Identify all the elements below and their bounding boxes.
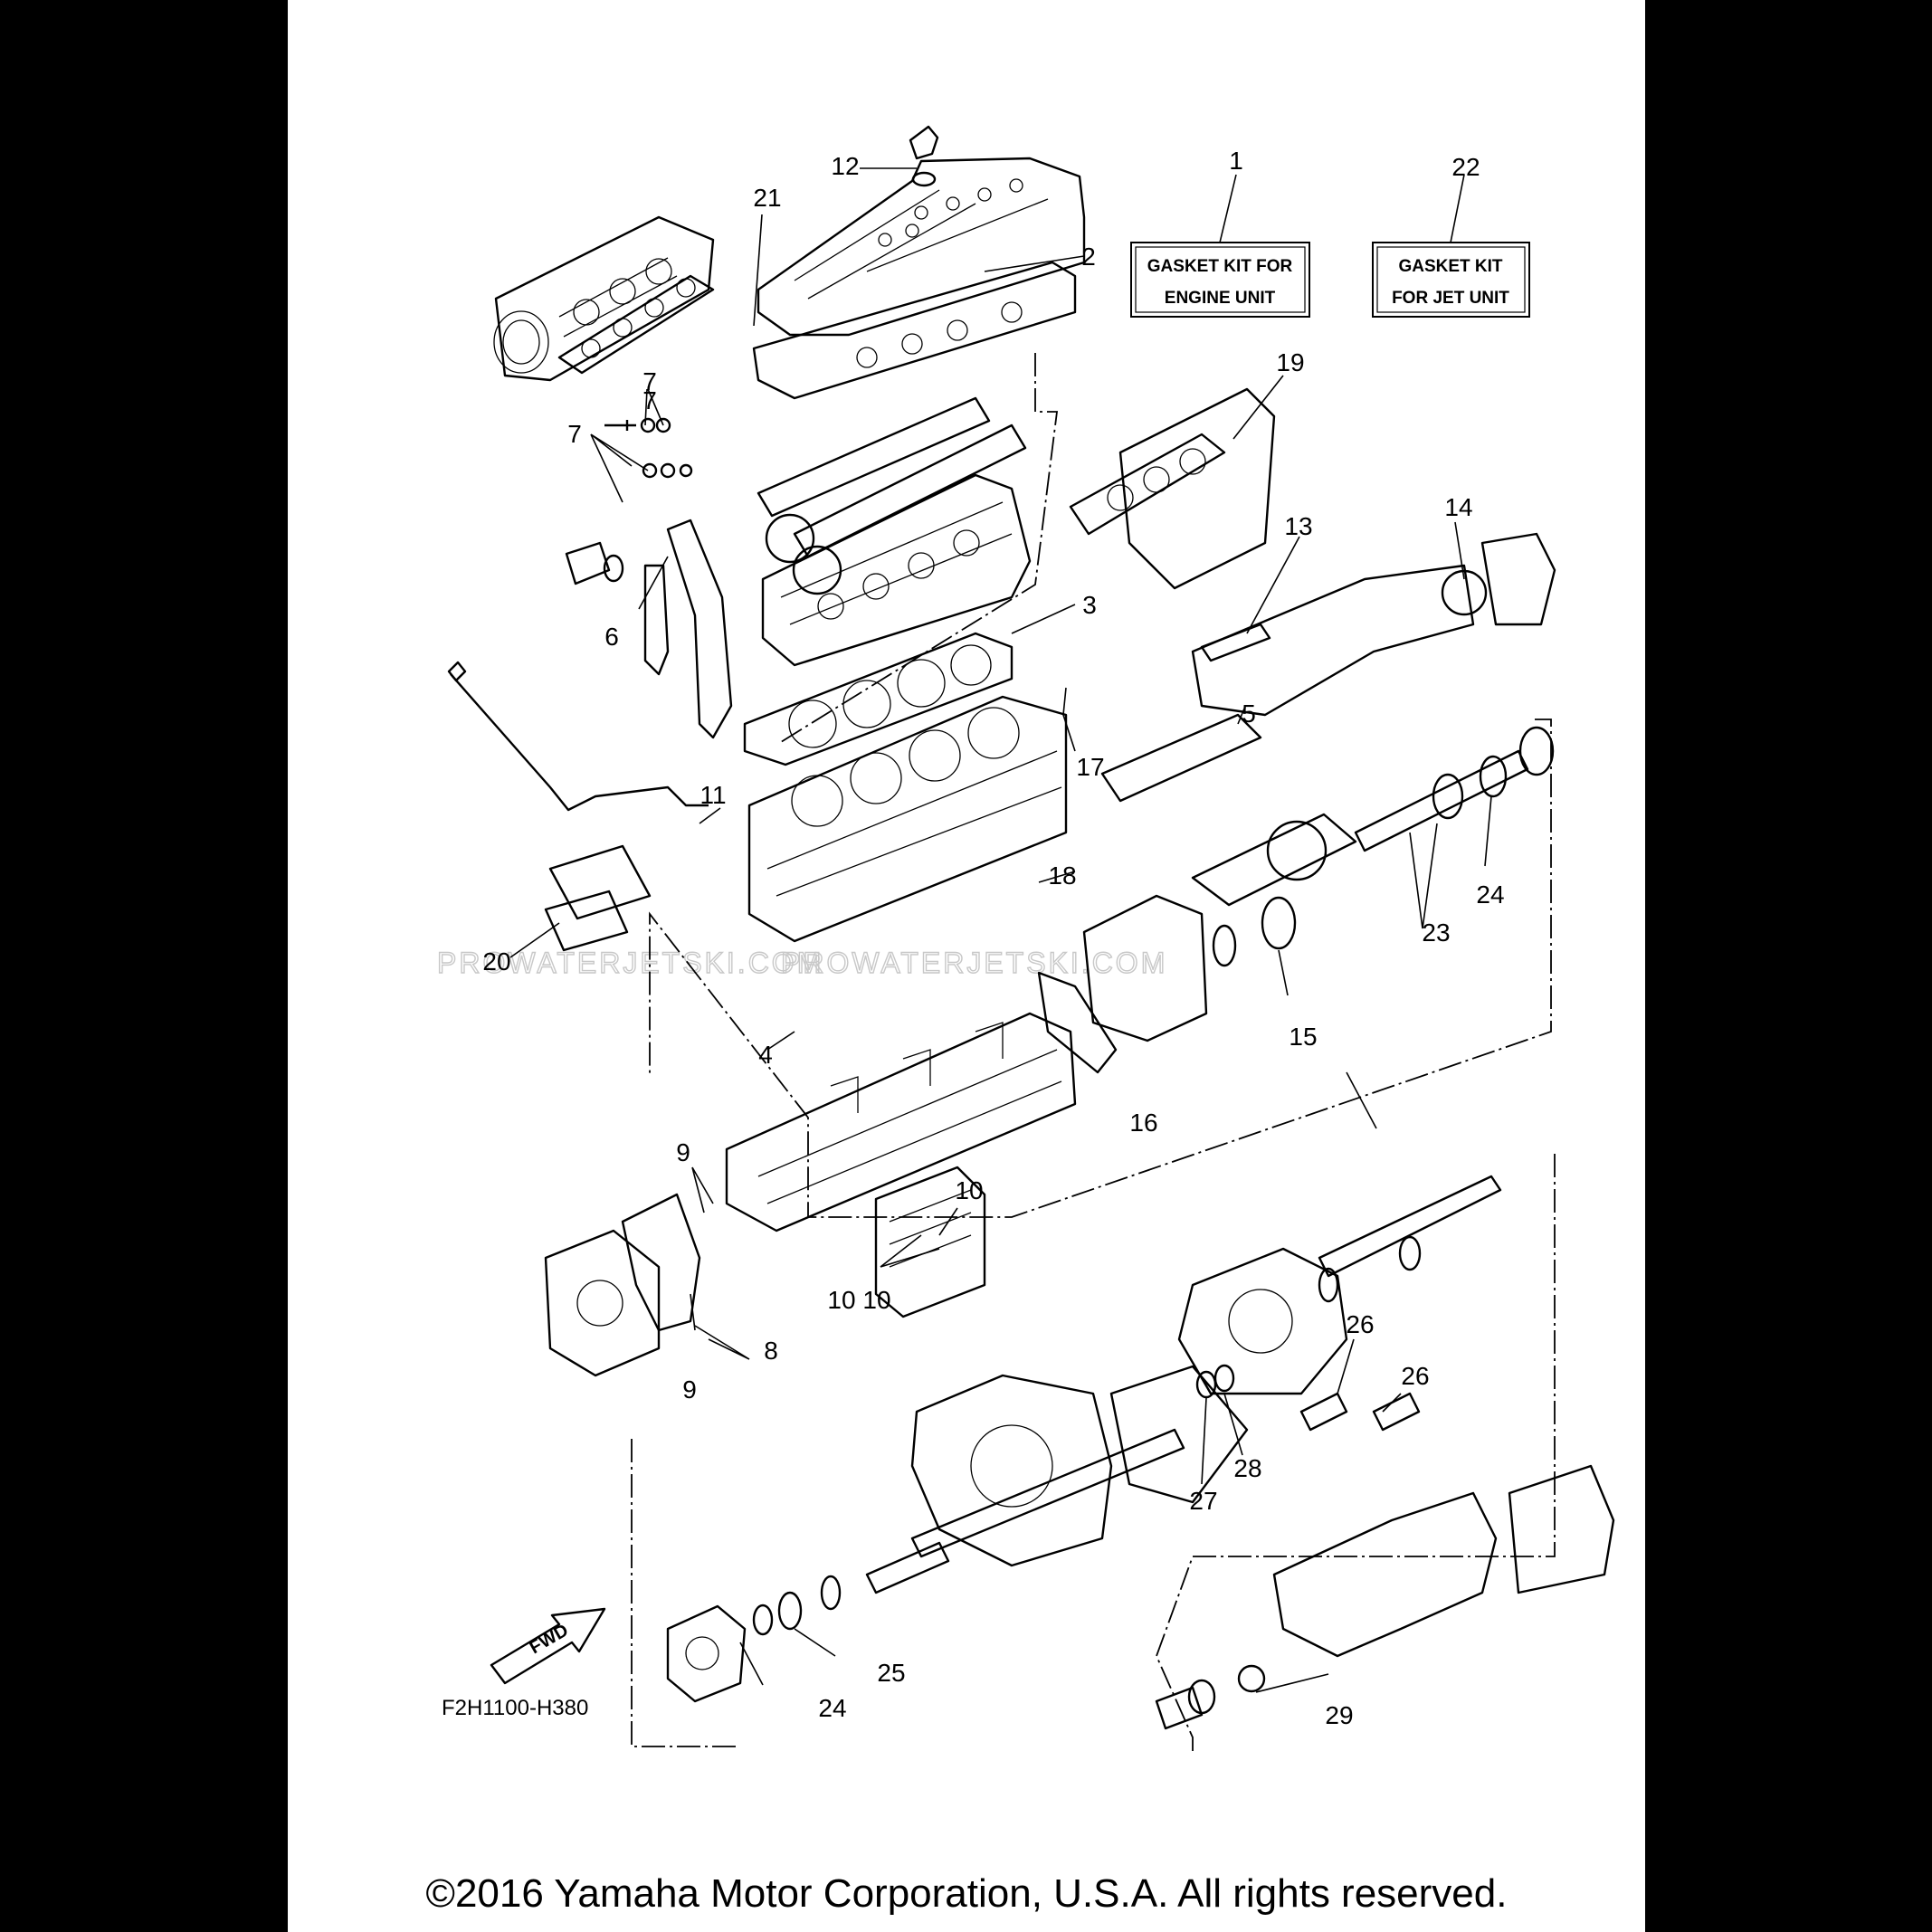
exhaust-manifold	[1069, 387, 1276, 590]
callout-21: 21	[753, 184, 781, 212]
kit-engine-line2: ENGINE UNIT	[1165, 289, 1276, 308]
callout-9: 9	[676, 1138, 690, 1166]
callout-1: 1	[1229, 147, 1243, 175]
intermediate-shaft	[777, 1428, 1185, 1631]
callout-24: 24	[1476, 880, 1504, 909]
kit-engine-line1: GASKET KIT FOR	[1147, 257, 1293, 276]
cylinder-head-cover	[757, 157, 1086, 337]
watermark-text: PROWATERJETSKI.COM	[781, 947, 1167, 979]
callout-18: 18	[1048, 861, 1076, 890]
callout-7: 7	[642, 367, 657, 395]
callout-8: 8	[764, 1337, 778, 1365]
bearing-housing	[666, 1604, 774, 1703]
callout-10: 10	[955, 1176, 983, 1204]
callout-numbers: 1 2 3 4 5 6 7 7 7 8 9 9 10 10 10 11 12 1…	[482, 147, 1504, 1729]
callout-20: 20	[482, 947, 510, 976]
kit-jet-line1: GASKET KIT	[1398, 257, 1502, 276]
callout-17: 17	[1076, 753, 1104, 781]
sensor-bolts-and-orings	[565, 417, 693, 585]
callout-19: 19	[1276, 348, 1304, 376]
cylinder-block	[747, 695, 1068, 943]
callout-13: 13	[1284, 512, 1312, 540]
callout-25: 25	[877, 1659, 905, 1687]
callout-24: 24	[818, 1694, 846, 1722]
callout-23: 23	[1422, 918, 1450, 947]
callout-4: 4	[758, 1041, 773, 1069]
oil-level-gauge-line	[447, 661, 709, 812]
callout-15: 15	[1289, 1023, 1317, 1051]
head-cover-gasket	[752, 261, 1077, 400]
callout-27: 27	[1189, 1487, 1217, 1515]
impeller-housing	[1177, 1247, 1348, 1395]
cylinder-head-gasket	[743, 632, 1014, 766]
callout-6: 6	[604, 623, 619, 651]
cylinder-head	[761, 473, 1032, 667]
assembly-frames	[631, 353, 1556, 1751]
camshafts	[757, 396, 1027, 595]
callout-2: 2	[1081, 243, 1096, 271]
diagram-code: F2H1100-H380	[442, 1696, 588, 1720]
callout-14: 14	[1444, 493, 1472, 521]
exploded-parts-diagram: PROWATERJETSKI.COM PROWATERJETSKI.COM GA…	[436, 125, 1615, 1751]
callout-10: 10	[827, 1286, 855, 1314]
fwd-label: FWD	[527, 1621, 572, 1659]
oil-filler-cap	[909, 125, 939, 187]
cover-plate-gasket	[544, 844, 652, 952]
timing-chain	[643, 519, 733, 739]
cover-plate	[1100, 713, 1262, 803]
callout-5: 5	[1242, 700, 1256, 728]
callout-12: 12	[831, 152, 859, 180]
callout-29: 29	[1325, 1701, 1353, 1729]
callout-3: 3	[1082, 591, 1097, 619]
leader-lines	[509, 167, 1492, 1693]
forward-arrow-icon: FWD	[490, 1607, 606, 1685]
callout-7: 7	[642, 386, 657, 414]
callout-22: 22	[1451, 153, 1480, 181]
copyright-notice: ©2016 Yamaha Motor Corporation, U.S.A. A…	[425, 1871, 1508, 1916]
callout-28: 28	[1233, 1454, 1261, 1482]
callout-11: 11	[700, 781, 726, 809]
callout-10: 10	[862, 1286, 890, 1314]
jet-pump-shaft-seals	[1195, 1364, 1421, 1432]
jet-drive-shaft	[1318, 1175, 1502, 1303]
generator-cover	[1037, 894, 1208, 1074]
watermark-text: PROWATERJETSKI.COM	[437, 947, 823, 979]
exhaust-pipe	[1191, 532, 1556, 717]
nozzle-assembly	[1155, 1464, 1615, 1730]
kit-jet-line2: FOR JET UNIT	[1392, 289, 1509, 308]
callout-26: 26	[1346, 1310, 1374, 1338]
oil-cooler-housing	[874, 1166, 986, 1318]
gasket-kit-engine-box: GASKET KIT FOR ENGINE UNIT	[1130, 242, 1310, 318]
diagram-sheet: PROWATERJETSKI.COM PROWATERJETSKI.COM GA…	[288, 0, 1645, 1932]
crankcase	[725, 1012, 1077, 1232]
water-pump-gasket	[621, 1193, 701, 1332]
callout-7: 7	[567, 420, 582, 448]
jet-pump-housing	[910, 1365, 1249, 1567]
intake-gasket	[557, 274, 715, 375]
gasket-kit-jet-box: GASKET KIT FOR JET UNIT	[1372, 242, 1530, 318]
callout-9: 9	[682, 1375, 697, 1404]
callout-26: 26	[1401, 1362, 1429, 1390]
water-pump-housing	[544, 1229, 661, 1377]
intake-manifold	[493, 215, 715, 382]
callout-16: 16	[1129, 1109, 1157, 1137]
drive-coupling-and-shaft	[1191, 726, 1555, 967]
